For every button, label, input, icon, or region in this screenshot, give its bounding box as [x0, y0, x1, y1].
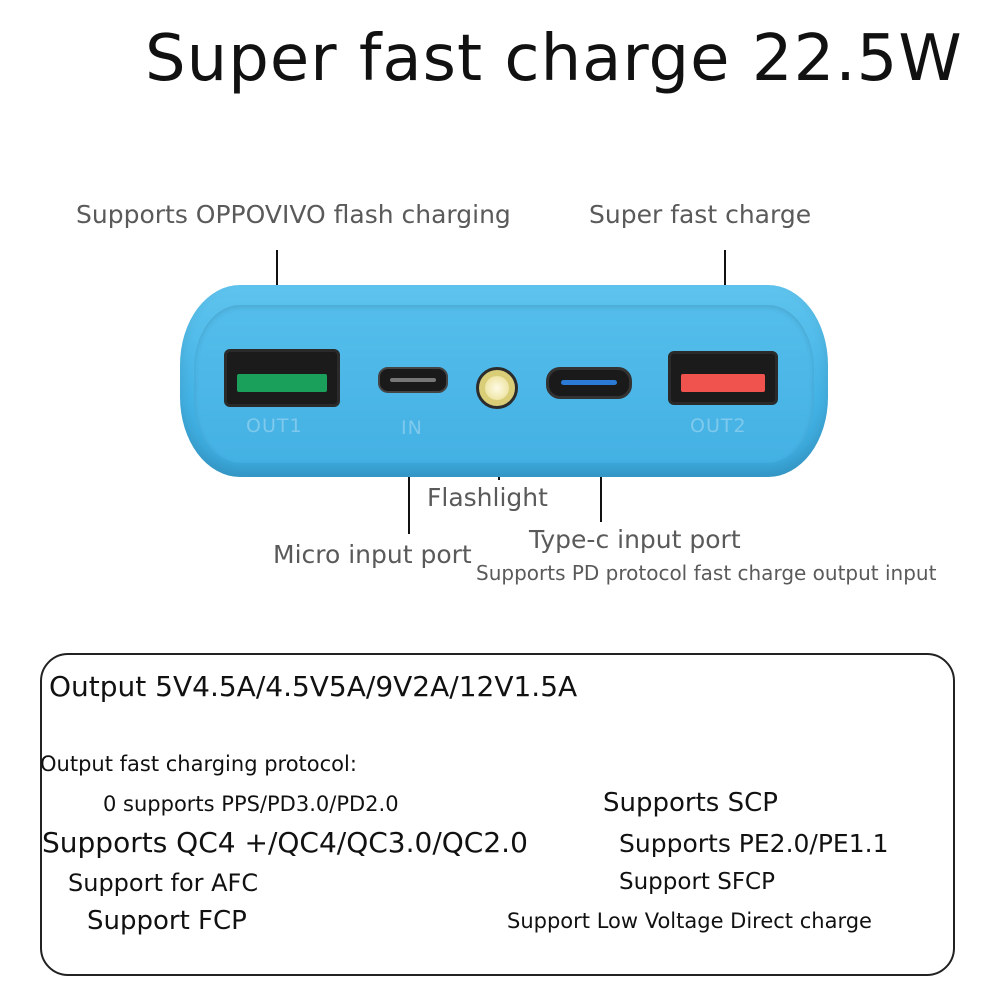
callout-flashlight: Flashlight [427, 483, 548, 512]
power-bank-image: OUT1 IN OUT2 [180, 285, 828, 477]
type-c-slot [561, 380, 617, 385]
spec-left-item: Supports QC4 +/QC4/QC3.0/QC2.0 [42, 826, 528, 859]
flashlight-led-core [485, 376, 509, 400]
usb-tongue-out1 [237, 374, 327, 392]
usb-port-out1 [224, 349, 340, 407]
callout-typec-note: Supports PD protocol fast charge output … [476, 561, 937, 585]
page-title: Super fast charge 22.5W [145, 22, 963, 96]
spec-right-item: Support Low Voltage Direct charge [507, 909, 872, 933]
callout-typec: Type-c input port [529, 525, 741, 554]
usb-tongue-out2 [681, 374, 765, 392]
callout-micro: Micro input port [273, 540, 472, 569]
usb-port-out2 [668, 351, 778, 405]
spec-left-item: Support for AFC [68, 869, 259, 897]
micro-usb-slot [390, 378, 436, 382]
spec-right-item: Support SFCP [619, 869, 775, 895]
port-label-out1: OUT1 [246, 415, 303, 437]
spec-right-item: Supports PE2.0/PE1.1 [619, 829, 889, 858]
port-label-in: IN [401, 417, 423, 439]
spec-left-item: 0 supports PPS/PD3.0/PD2.0 [103, 792, 399, 816]
spec-box [40, 653, 955, 976]
callout-out1: Supports OPPOVIVO flash charging [76, 200, 511, 229]
port-label-out2: OUT2 [690, 415, 747, 437]
callout-out2: Super fast charge [589, 200, 812, 229]
spec-output: Output 5V4.5A/4.5V5A/9V2A/12V1.5A [49, 670, 578, 703]
micro-usb-port [378, 367, 448, 393]
spec-right-item: Supports SCP [603, 788, 778, 818]
spec-protocol-heading: Output fast charging protocol: [40, 752, 357, 776]
flashlight-led [476, 367, 518, 409]
spec-left-item: Support FCP [87, 906, 247, 936]
type-c-port [546, 367, 632, 399]
